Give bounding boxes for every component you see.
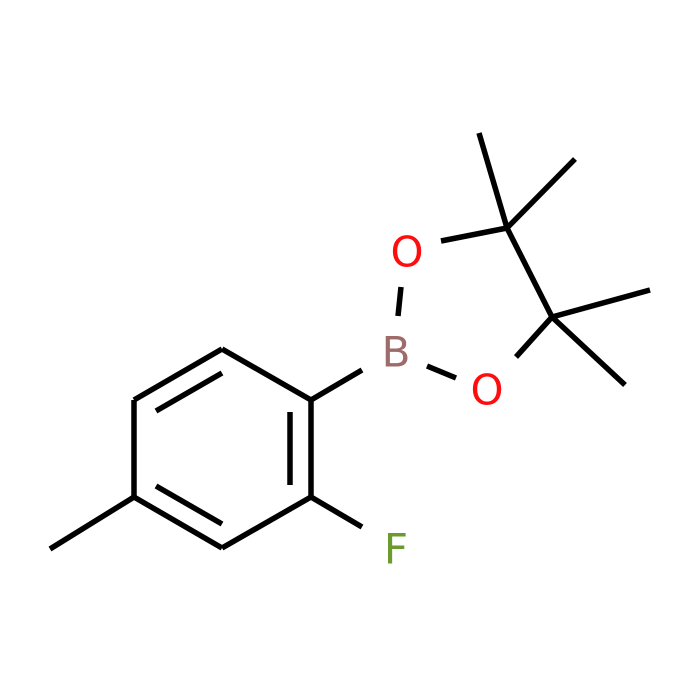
oxygen-top-atom-label: O [390,228,423,277]
benzene-ring [131,346,314,551]
pinacol-methyls [476,132,651,388]
fluorine-atom-label: F [384,525,408,574]
methyl-bond-upper-2 [505,157,577,230]
bond-ring-boron [309,367,364,403]
ring-bond-c4-c5 [132,494,224,551]
methyl-bond-upper-1 [476,132,510,229]
bond-boron-oxygen-bottom [425,363,458,381]
methyl-bond-lower-2 [550,314,627,388]
methyl-bond-lower-1 [551,287,651,320]
ring-bond-c6-c1 [132,346,224,403]
bond-carbon-carbon [504,226,555,319]
ring-bond-c3-c4 [220,494,313,551]
bond-oxygen-bottom-carbon [513,315,555,359]
ring-inner-bond-top-left [154,370,224,414]
boron-atom-label: B [382,328,411,377]
methyl-bond-ring [48,494,136,552]
dioxaborolane-ring [395,225,555,381]
bond-ring-fluorine [309,494,364,530]
bond-oxygen-top-carbon [440,225,508,244]
oxygen-bottom-atom-label: O [470,366,503,415]
bond-boron-oxygen-top [395,286,404,317]
ring-inner-bond-bottom-left [154,483,224,527]
ring-bond-c1-c2 [220,346,313,403]
